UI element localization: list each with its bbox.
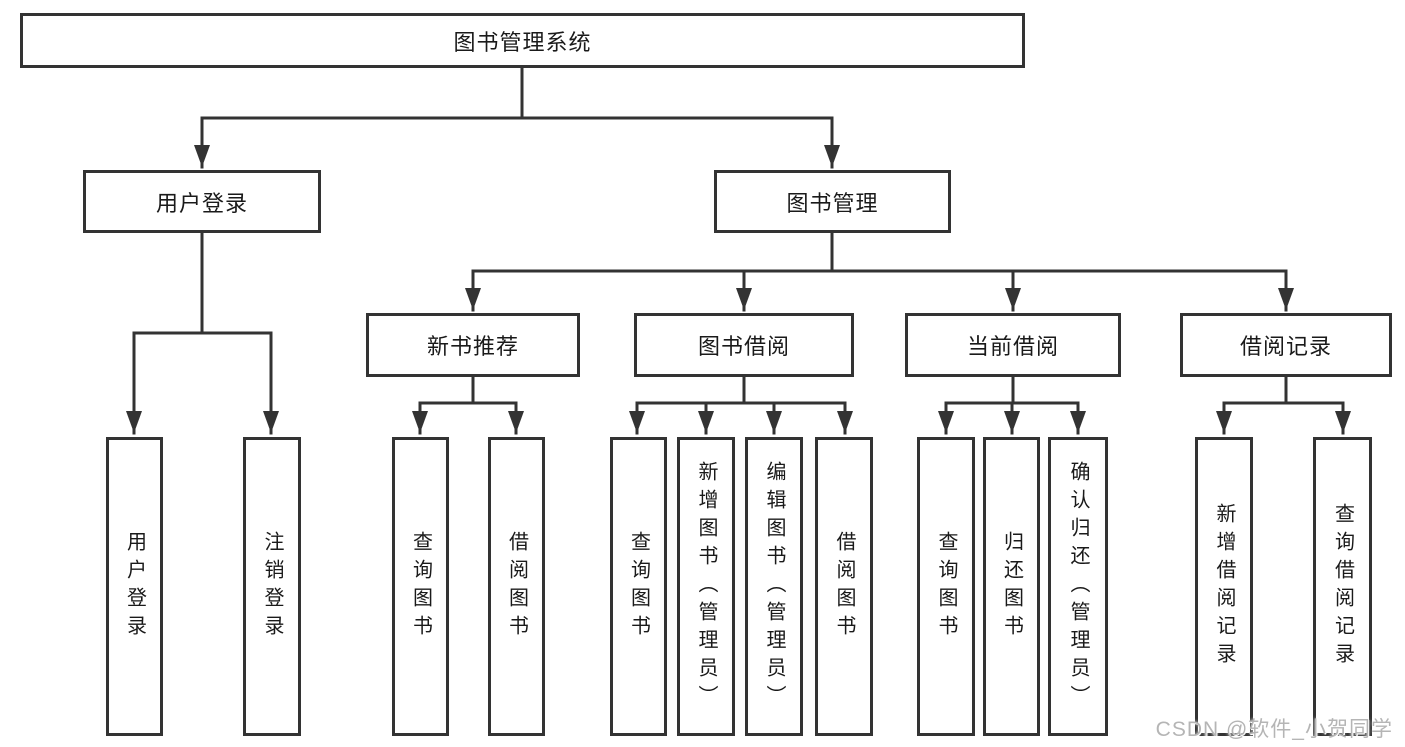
- node-label: 借阅记录: [1239, 334, 1332, 359]
- node-label: 编辑图书（管理员）: [763, 460, 785, 713]
- leaf-add-book-admin: 新增图书（管理员）: [677, 437, 735, 736]
- leaf-search-books-current: 查询图书: [917, 437, 975, 736]
- node-label: 注销登录: [261, 530, 283, 643]
- node-label: 借阅图书: [833, 530, 855, 643]
- node-label: 图书管理: [786, 190, 879, 216]
- leaf-confirm-return-admin: 确认归还（管理员）: [1048, 437, 1108, 736]
- node-label: 归还图书: [1000, 530, 1023, 643]
- node-label: 当前借阅: [966, 334, 1059, 359]
- leaf-borrow-books-recommendation: 借阅图书: [488, 437, 545, 736]
- node-label: 新书推荐: [426, 334, 519, 359]
- leaf-borrow-books-borrowing: 借阅图书: [815, 437, 873, 736]
- node-library-management-system: 图书管理系统: [20, 13, 1025, 68]
- leaf-edit-book-admin: 编辑图书（管理员）: [745, 437, 803, 736]
- node-book-borrowing: 图书借阅: [634, 313, 854, 377]
- node-label: 用户登录: [155, 190, 248, 216]
- node-current-borrowing: 当前借阅: [905, 313, 1121, 377]
- leaf-search-books-borrowing: 查询图书: [610, 437, 667, 736]
- node-label: 图书借阅: [697, 334, 790, 359]
- leaf-search-books-recommendation: 查询图书: [392, 437, 449, 736]
- node-label: 新增借阅记录: [1213, 502, 1235, 671]
- node-label: 查询图书: [409, 530, 432, 643]
- node-book-management: 图书管理: [714, 170, 951, 233]
- node-label: 确认归还（管理员）: [1067, 460, 1089, 713]
- leaf-return-books: 归还图书: [983, 437, 1040, 736]
- node-label: 借阅图书: [505, 530, 528, 643]
- leaf-user-login: 用户登录: [106, 437, 163, 736]
- leaf-logout: 注销登录: [243, 437, 301, 736]
- node-label: 查询图书: [935, 530, 957, 643]
- node-label: 新增图书（管理员）: [695, 460, 717, 713]
- node-new-book-recommendation: 新书推荐: [366, 313, 580, 377]
- node-label: 用户登录: [123, 530, 146, 643]
- node-label: 查询图书: [627, 530, 650, 643]
- node-label: 图书管理系统: [453, 29, 592, 55]
- csdn-watermark: CSDN @软件_小贺同学: [1155, 718, 1393, 741]
- node-user-login: 用户登录: [83, 170, 321, 233]
- node-borrowing-records: 借阅记录: [1180, 313, 1392, 377]
- leaf-search-borrow-record: 查询借阅记录: [1313, 437, 1372, 736]
- leaf-add-borrow-record: 新增借阅记录: [1195, 437, 1253, 736]
- node-label: 查询借阅记录: [1331, 502, 1354, 671]
